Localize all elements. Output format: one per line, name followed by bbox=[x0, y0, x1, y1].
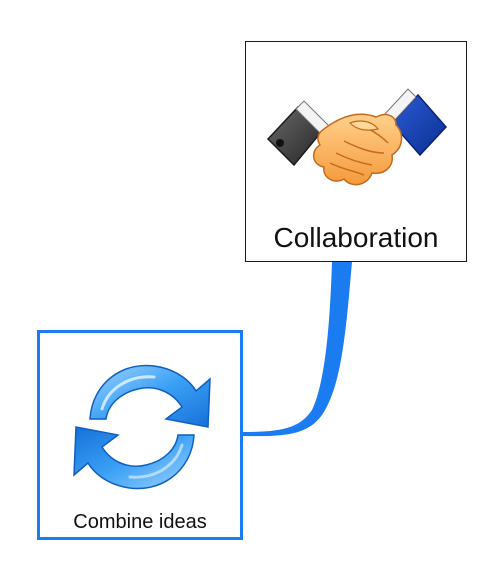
node-label-collaboration: Collaboration bbox=[273, 222, 439, 253]
node-label-combine-ideas: Combine ideas bbox=[73, 511, 207, 533]
node-combine-ideas[interactable]: Combine ideas bbox=[37, 330, 243, 540]
connector-path bbox=[243, 262, 352, 437]
refresh-arrows-icon bbox=[73, 364, 211, 490]
handshake-icon bbox=[266, 88, 448, 186]
node-collaboration[interactable]: Collaboration bbox=[245, 41, 467, 262]
